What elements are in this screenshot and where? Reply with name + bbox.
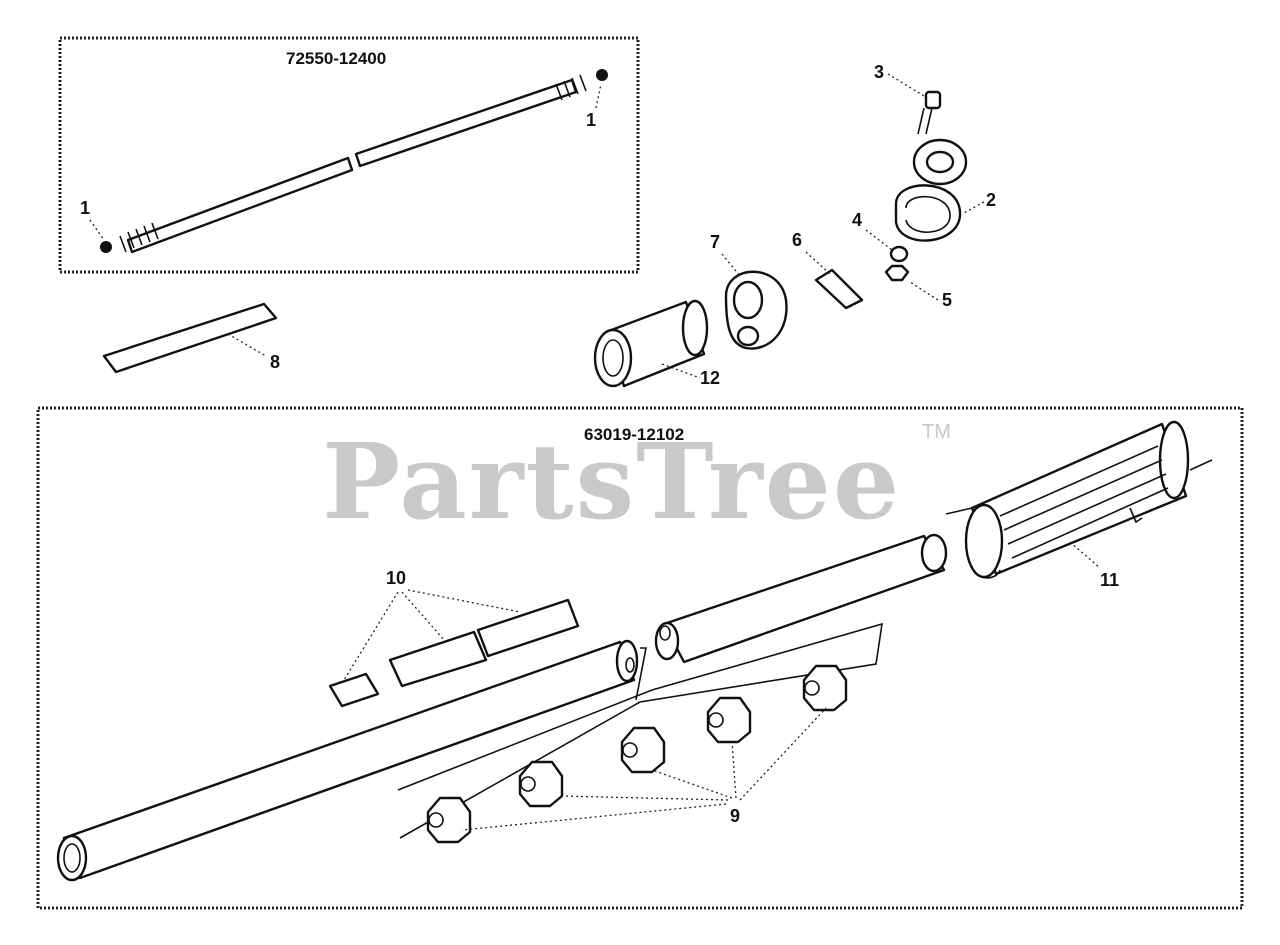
upper-tube — [654, 533, 948, 664]
shaft-end-cap-left — [100, 241, 112, 253]
collar-7 — [724, 270, 788, 350]
decal-set-10 — [328, 598, 580, 708]
lower-kit-box — [36, 406, 1244, 910]
bushing — [620, 726, 666, 774]
callout-3: 3 — [874, 62, 884, 82]
handle-grip-11 — [945, 420, 1213, 579]
callout-4: 4 — [852, 210, 862, 230]
main-tube — [56, 639, 639, 882]
callout-8: 8 — [270, 352, 280, 372]
callout-1-right: 1 — [586, 110, 596, 130]
watermark-brand: PartsTree — [322, 420, 901, 543]
nut-5 — [884, 264, 910, 282]
watermark: PartsTree TM — [322, 420, 951, 543]
handle-clamp — [894, 90, 968, 242]
watermark-trademark: TM — [922, 421, 951, 443]
lower-kit-number: 63019-12102 — [584, 425, 684, 444]
washer-4 — [889, 245, 909, 263]
callout-2: 2 — [986, 190, 996, 210]
bushing — [426, 796, 472, 844]
sleeve-12 — [593, 299, 709, 388]
callout-12: 12 — [700, 368, 720, 388]
drive-shaft — [100, 69, 608, 254]
callout-11: 11 — [1100, 570, 1119, 590]
spacer-6 — [814, 268, 864, 310]
bushing — [802, 664, 848, 712]
shaft-end-cap-right — [596, 69, 608, 81]
bushing — [706, 696, 752, 744]
decal-8 — [102, 302, 278, 374]
callout-9: 9 — [730, 806, 740, 826]
upper-kit-box — [58, 36, 640, 274]
bushing — [518, 760, 564, 808]
upper-kit-number: 72550-12400 — [286, 49, 386, 68]
bushings-9 — [426, 664, 848, 844]
callout-5: 5 — [942, 290, 952, 310]
bushing-bracket-outline — [397, 622, 883, 839]
callout-10: 10 — [386, 568, 406, 588]
callout-6: 6 — [792, 230, 802, 250]
callout-7: 7 — [710, 232, 720, 252]
callout-1-left: 1 — [80, 198, 90, 218]
